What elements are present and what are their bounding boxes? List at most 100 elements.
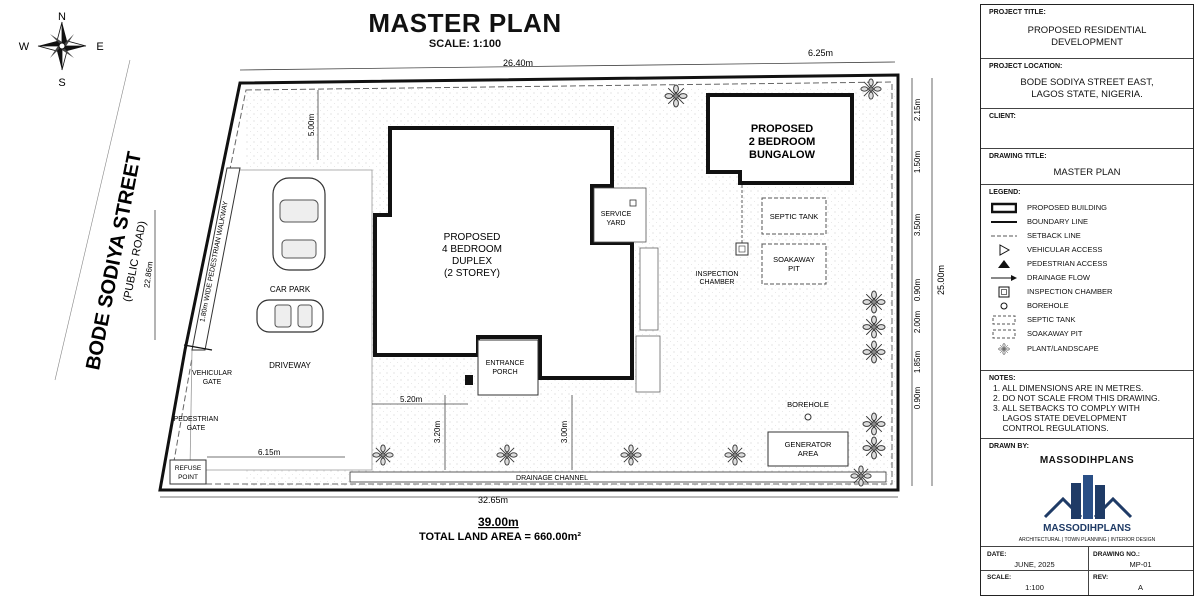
tb-drawn-by-value: MASSODIHPLANS <box>1039 455 1135 466</box>
plant-icon <box>862 412 886 436</box>
duplex-label-3: DUPLEX <box>452 256 492 267</box>
tb-info-grid: DATE: JUNE, 2025 DRAWING NO.: MP-01 SCAL… <box>981 547 1193 595</box>
compass-rose: N S E W <box>19 11 104 88</box>
service-label-2: YARD <box>607 220 626 227</box>
note-line: 2. DO NOT SCALE FROM THIS DRAWING. <box>993 393 1161 403</box>
refuse-label-2: POINT <box>178 474 198 481</box>
plant-icon <box>850 465 872 487</box>
title-block: PROJECT TITLE: PROPOSED RESIDENTIAL DEVE… <box>980 4 1194 596</box>
car-park-label: CAR PARK <box>270 285 311 294</box>
drainage-channel <box>349 471 887 483</box>
compass-w: W <box>19 41 30 53</box>
logo-tagline: ARCHITECTURAL | TOWN PLANNING | INTERIOR… <box>1018 537 1156 543</box>
tb-drawing-title: DRAWING TITLE: MASTER PLAN <box>981 149 1193 185</box>
veh-gate-label-1: VEHICULAR <box>192 370 232 377</box>
tb-drawing-no-label: DRAWING NO.: <box>1093 551 1140 558</box>
refuse-point <box>169 459 207 485</box>
dim-right-total: 25.00m <box>936 265 946 295</box>
duplex-label-1: PROPOSED <box>444 232 501 243</box>
service-yard <box>593 187 647 243</box>
tb-project-title-label: PROJECT TITLE: <box>989 9 1046 16</box>
dim-refuse: 6.15m <box>258 448 281 457</box>
tb-date: JUNE, 2025 <box>1014 560 1055 569</box>
tb-notes-label: NOTES: <box>989 375 1016 382</box>
dim-porch-down: 3.00m <box>560 421 569 444</box>
tb-rev-label: REV: <box>1093 574 1109 581</box>
tb-project-title-line2: DEVELOPMENT <box>1051 37 1123 48</box>
bungalow-label-2: 2 BEDROOM <box>749 136 816 148</box>
tb-drawing-title-label: DRAWING TITLE: <box>989 153 1047 160</box>
ped-gate-label-1: PEDESTRIAN <box>174 416 219 423</box>
note-line: CONTROL REGULATIONS. <box>993 423 1109 433</box>
plant-icon <box>860 78 882 100</box>
tb-drawn-by: DRAWN BY: MASSODIHPLANS MASSODIHPLANS AR… <box>981 439 1193 547</box>
plant-icon <box>496 444 518 466</box>
site-boundary <box>158 73 900 492</box>
tb-project-title: PROJECT TITLE: PROPOSED RESIDENTIAL DEVE… <box>981 5 1193 59</box>
compass-n: N <box>58 11 66 23</box>
tb-drawn-by-label: DRAWN BY: <box>989 443 1029 450</box>
soakaway-label-1: SOAKAWAY <box>773 255 815 264</box>
plan-scale: SCALE: 1:100 <box>428 38 502 50</box>
dim-r6: 1.85m <box>913 351 922 374</box>
plant-icon <box>862 436 886 460</box>
dim-top-left: 26.40m <box>503 58 533 68</box>
dim-r7: 0.90m <box>913 387 922 410</box>
tb-client-label: CLIENT: <box>989 113 1016 120</box>
dim-r3: 3.50m <box>913 214 922 237</box>
tb-client: CLIENT: <box>981 109 1193 149</box>
generator-label-1: GENERATOR <box>785 440 832 449</box>
tb-project-title-line1: PROPOSED RESIDENTIAL <box>1027 25 1147 36</box>
ped-gate-label-2: GATE <box>187 425 206 432</box>
porch-label-1: ENTRANCE <box>486 360 525 367</box>
tb-date-label: DATE: <box>987 551 1007 558</box>
tb-notes: NOTES: 1. ALL DIMENSIONS ARE IN METRES. … <box>981 371 1193 439</box>
tb-location-line1: BODE SODIYA STREET EAST, <box>1020 77 1154 88</box>
plant-icon <box>372 444 394 466</box>
tb-location-label: PROJECT LOCATION: <box>989 63 1063 70</box>
plant-icon <box>862 315 886 339</box>
septic-label: SEPTIC TANK <box>770 212 818 221</box>
tb-location-line2: LAGOS STATE, NIGERIA. <box>1031 89 1143 100</box>
duplex-footprint <box>373 126 634 380</box>
tb-scale-label: SCALE: <box>987 574 1012 581</box>
service-label-1: SERVICE <box>601 211 632 218</box>
plant-icon <box>724 444 746 466</box>
dim-duplex-left: 5.20m <box>400 395 423 404</box>
drainage-label: DRAINAGE CHANNEL <box>516 475 588 482</box>
dim-r1: 2.15m <box>913 99 922 122</box>
porch-label-2: PORCH <box>492 369 517 376</box>
tb-scale: 1:100 <box>1025 583 1044 592</box>
inspection-label-2: CHAMBER <box>699 279 734 286</box>
plant-icon <box>862 340 886 364</box>
soakaway-label-2: PIT <box>788 264 800 273</box>
dim-setback-top: 5.00m <box>307 114 316 137</box>
dim-r2: 1.50m <box>913 151 922 174</box>
car-2 <box>256 299 324 333</box>
duplex-label-4: (2 STOREY) <box>444 268 500 279</box>
plant-icon <box>620 444 642 466</box>
tb-legend: LEGEND: PROPOSED BUILDING BOUNDARY LINE … <box>981 185 1193 371</box>
dim-top-right: 6.25m <box>808 48 833 58</box>
note-line: 3. ALL SETBACKS TO COMPLY WITH <box>993 403 1140 413</box>
site-plan: 1.80m WIDE PEDESTRIAN WALKWAY 26.40m 6.2… <box>54 48 946 543</box>
tb-legend-label: LEGEND: <box>989 189 1021 196</box>
veh-gate-label-2: GATE <box>203 379 222 386</box>
driveway-label: DRIVEWAY <box>269 361 311 370</box>
bungalow-label-1: PROPOSED <box>751 123 813 135</box>
generator-label-2: AREA <box>798 449 818 458</box>
tb-drawing-no: MP-01 <box>1129 560 1152 569</box>
plant-icon <box>862 290 886 314</box>
soakaway-pit <box>761 243 827 285</box>
note-line: LAGOS STATE DEVELOPMENT <box>993 413 1127 423</box>
generator-area <box>767 431 849 467</box>
car-1 <box>272 177 326 271</box>
inspection-label-1: INSPECTION <box>696 271 739 278</box>
dim-r4: 0.90m <box>913 279 922 302</box>
plant-icon <box>664 84 688 108</box>
tb-drawing-title-value: MASTER PLAN <box>1053 167 1121 178</box>
bungalow-label-3: BUNGALOW <box>749 149 816 161</box>
dim-r5: 2.00m <box>913 311 922 334</box>
refuse-label-1: REFUSE <box>175 465 202 472</box>
land-area: TOTAL LAND AREA = 660.00m² <box>419 531 581 543</box>
